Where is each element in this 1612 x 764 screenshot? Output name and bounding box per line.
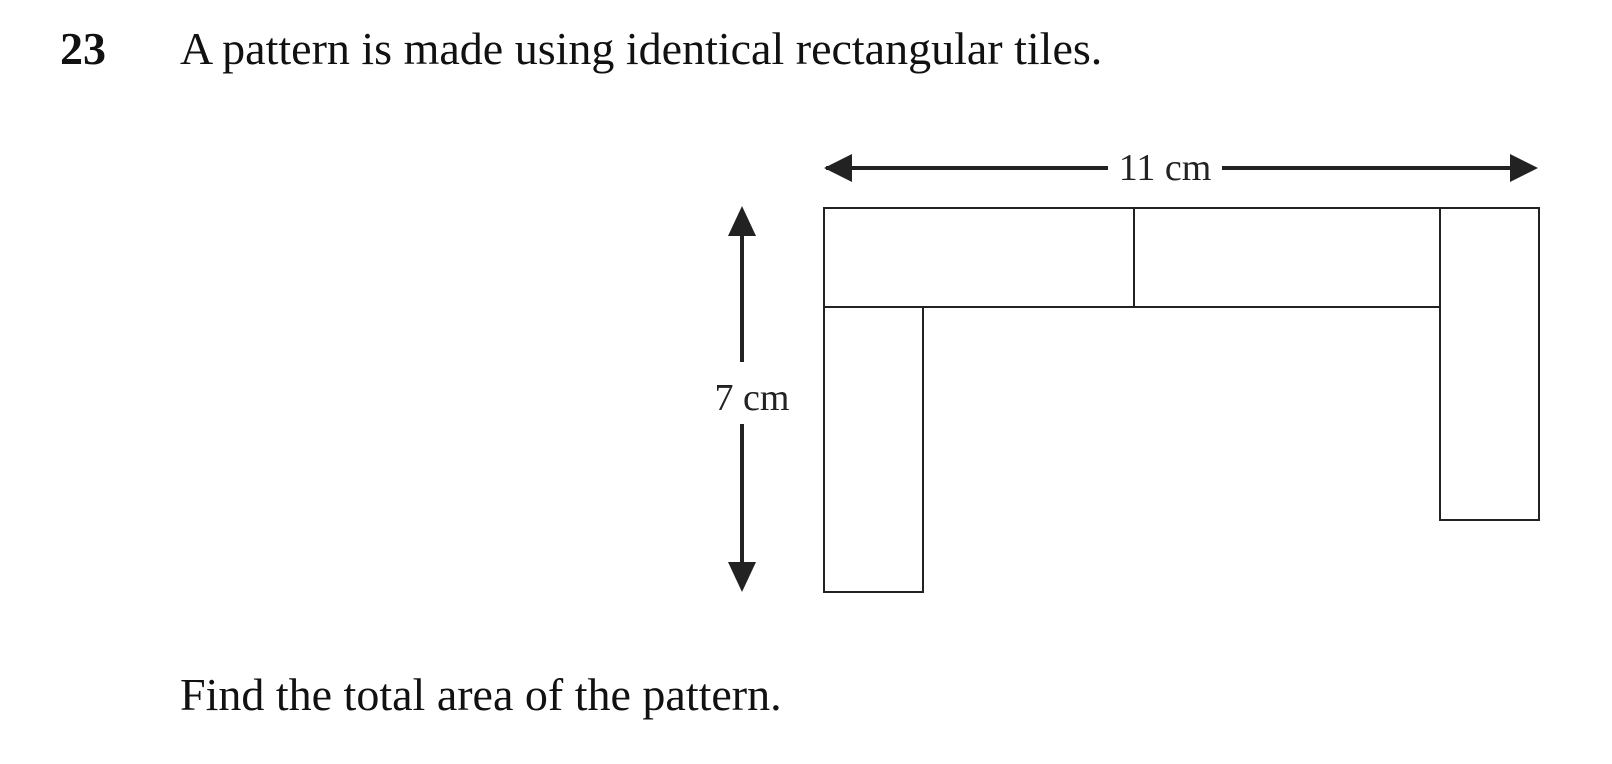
height-arrow-down-icon: [728, 562, 756, 592]
tile-top-left: [823, 207, 1135, 308]
width-arrow-right-icon: [1510, 154, 1538, 182]
tile-right-vertical: [1439, 207, 1540, 521]
height-arrow-up-icon: [728, 206, 756, 236]
question-text: A pattern is made using identical rectan…: [180, 23, 1103, 74]
question-number: 23: [60, 23, 106, 74]
width-label: 11 cm: [1119, 147, 1212, 189]
question-instruction: Find the total area of the pattern.: [180, 669, 782, 720]
height-label: 7 cm: [715, 377, 790, 419]
tile-top-middle: [1133, 207, 1441, 308]
tile-left-vertical: [823, 306, 924, 593]
width-arrow-left-icon: [824, 154, 852, 182]
